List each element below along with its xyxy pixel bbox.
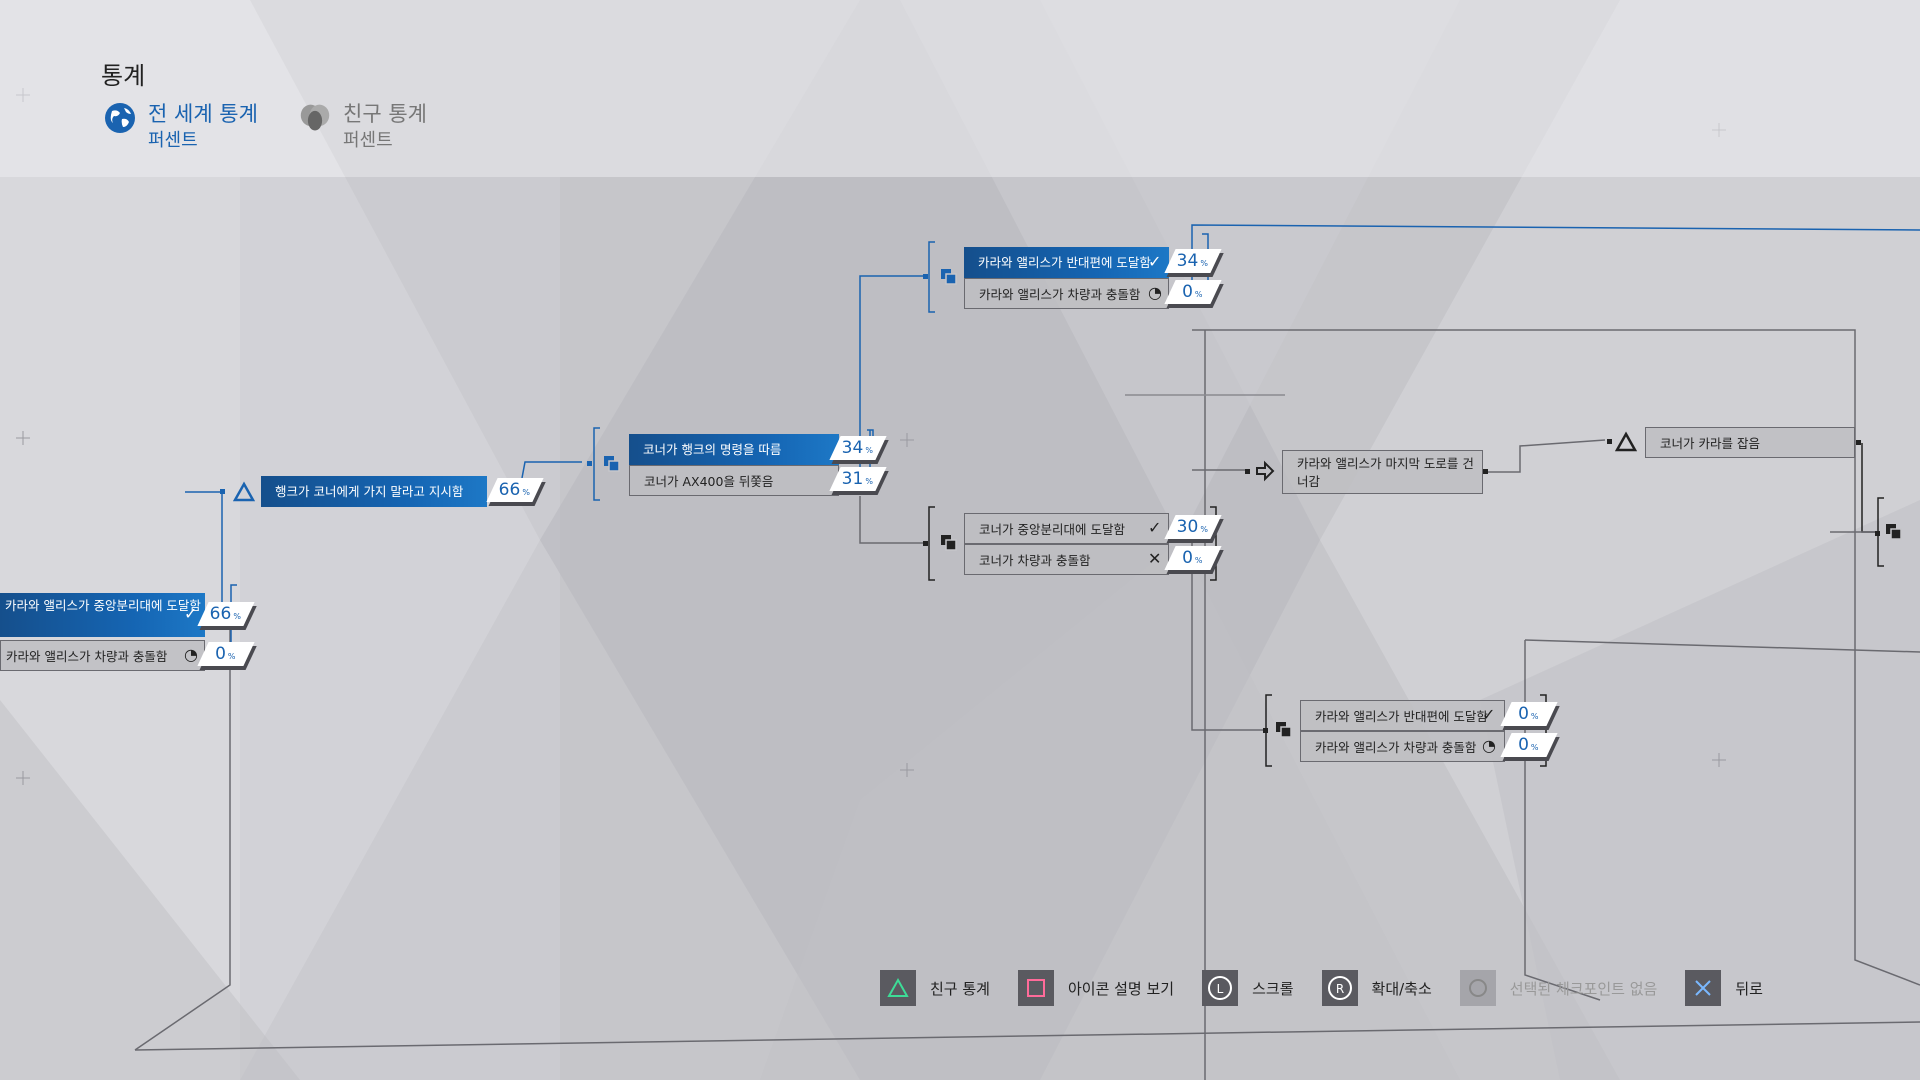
circle-button-icon: [1459, 970, 1496, 1006]
top-node-2-percent: 0%: [1164, 280, 1222, 304]
chapter-icon: [941, 535, 957, 551]
cross-button-icon: [1685, 970, 1722, 1006]
scroll-prompt-label: 스크롤: [1252, 979, 1294, 998]
tab-world-sublabel: 퍼센트: [148, 130, 198, 151]
triangle-icon: [1615, 431, 1637, 452]
tab-friend-label: 친구 통계: [343, 102, 427, 126]
blue-chapter-icon: [941, 269, 957, 285]
icon-legend-prompt[interactable]: 아이콘 설명 보기: [1017, 970, 1175, 1006]
middle-node-2-label: 코너가 AX400을 뒤쫓음: [644, 474, 774, 489]
middle-node-1[interactable]: 코너가 행크의 명령을 따름: [629, 434, 839, 465]
zoom-prompt-label: 확대/축소: [1371, 979, 1432, 998]
zoom-prompt[interactable]: R 확대/축소: [1321, 970, 1432, 1006]
left-node-2[interactable]: 카라와 앨리스가 차량과 충돌함: [0, 640, 205, 671]
top-node-2-label: 카라와 앨리스가 차량과 충돌함: [979, 287, 1141, 302]
icon-legend-prompt-label: 아이콘 설명 보기: [1067, 979, 1175, 998]
checkpoint-prompt-label: 선택된 체크포인트 없음: [1509, 979, 1658, 998]
start-node-label: 행크가 코너에게 가지 말라고 지시함: [275, 484, 464, 499]
middle-node-1-percent: 34%: [829, 436, 887, 460]
start-node[interactable]: 행크가 코너에게 가지 말라고 지시함: [261, 476, 487, 507]
top-node-1[interactable]: 카라와 앨리스가 반대편에 도달함: [964, 247, 1169, 278]
grab-node[interactable]: 코너가 카라를 잡음: [1645, 427, 1855, 458]
middle-node-2-percent: 31%: [829, 467, 887, 491]
last-road-node-label: 카라와 앨리스가 마지막 도로를 건너감: [1297, 456, 1474, 489]
back-prompt-label: 뒤로: [1735, 979, 1763, 998]
lower-node-2-label: 카라와 앨리스가 차량과 충돌함: [1315, 740, 1477, 755]
left-node-1-percent: 66%: [197, 602, 255, 626]
page-title: 통계: [101, 62, 146, 90]
svg-text:R: R: [1335, 982, 1343, 996]
checkpoint-prompt: 선택된 체크포인트 없음: [1459, 970, 1658, 1006]
svg-text:L: L: [1217, 982, 1224, 996]
cross-icon: ✕: [1148, 549, 1162, 568]
left-stick-icon: L: [1202, 970, 1239, 1006]
arrow-right-icon: [1256, 460, 1275, 482]
lower-node-1-percent: 0%: [1500, 702, 1558, 726]
friend-stats-prompt[interactable]: 친구 통계: [880, 970, 990, 1006]
stats-header: 통계 전 세계 통계 퍼센트 친구 통계 퍼센트: [0, 0, 1920, 177]
lower-node-1[interactable]: 카라와 앨리스가 반대편에 도달함: [1300, 700, 1505, 731]
button-prompt-bar: 친구 통계 아이콘 설명 보기 L 스크롤 R 확대/축소 선택된 체크포인트 …: [880, 968, 1791, 1008]
top-node-1-percent: 34%: [1164, 249, 1222, 273]
middle-node-2[interactable]: 코너가 AX400을 뒤쫓음: [629, 465, 839, 496]
tab-friend-stats[interactable]: 친구 통계 퍼센트: [299, 100, 427, 154]
tab-world-label: 전 세계 통계: [148, 102, 258, 126]
lower-node-2[interactable]: 카라와 앨리스가 차량과 충돌함: [1300, 731, 1505, 762]
square-button-icon: [1017, 970, 1054, 1006]
tab-world-stats[interactable]: 전 세계 통계 퍼센트: [104, 100, 258, 154]
start-node-percent: 66%: [486, 478, 544, 502]
last-road-node[interactable]: 카라와 앨리스가 마지막 도로를 건너감: [1282, 450, 1483, 494]
scroll-prompt[interactable]: L 스크롤: [1202, 970, 1294, 1006]
top-node-1-label: 카라와 앨리스가 반대편에 도달함: [978, 255, 1151, 270]
left-node-2-label: 카라와 앨리스가 차량과 충돌함: [6, 649, 168, 664]
top-node-2[interactable]: 카라와 앨리스가 차량과 충돌함: [964, 278, 1169, 309]
car-crash-icon: ◔: [1482, 736, 1496, 755]
blue-chapter-icon: [604, 456, 620, 472]
connor-node-1-label: 코너가 중앙분리대에 도달함: [979, 522, 1125, 537]
triangle-icon: [233, 481, 255, 502]
connor-node-1-percent: 30%: [1164, 515, 1222, 539]
chapter-icon: [1276, 722, 1292, 738]
check-icon: ✓: [1148, 252, 1162, 271]
triangle-button-icon: [880, 970, 916, 1006]
connor-node-2[interactable]: 코너가 차량과 충돌함: [964, 544, 1169, 575]
middle-node-1-label: 코너가 행크의 명령을 따름: [643, 442, 782, 457]
left-node-1-label: 카라와 앨리스가 중앙분리대에 도달함: [5, 598, 201, 613]
right-stick-icon: R: [1321, 970, 1358, 1006]
friend-stats-prompt-label: 친구 통계: [930, 979, 990, 998]
connor-node-2-percent: 0%: [1164, 546, 1222, 570]
friends-icon: [300, 104, 330, 131]
check-icon: ✓: [1482, 705, 1496, 724]
left-node-2-percent: 0%: [197, 642, 255, 666]
left-node-1[interactable]: 카라와 앨리스가 중앙분리대에 도달함: [0, 593, 205, 637]
car-crash-icon: ◔: [184, 645, 198, 664]
tab-friend-sublabel: 퍼센트: [343, 130, 393, 151]
chapter-icon: [1886, 524, 1902, 540]
lower-node-2-percent: 0%: [1500, 733, 1558, 757]
grab-node-label: 코너가 카라를 잡음: [1660, 436, 1760, 451]
connor-node-2-label: 코너가 차량과 충돌함: [979, 553, 1091, 568]
lower-node-1-label: 카라와 앨리스가 반대편에 도달함: [1315, 709, 1488, 724]
check-icon: ✓: [184, 604, 198, 623]
car-crash-icon: ◔: [1148, 283, 1162, 302]
back-prompt[interactable]: 뒤로: [1685, 970, 1763, 1006]
globe-icon: [105, 103, 135, 133]
connor-node-1[interactable]: 코너가 중앙분리대에 도달함: [964, 513, 1169, 544]
check-icon: ✓: [1148, 518, 1162, 537]
